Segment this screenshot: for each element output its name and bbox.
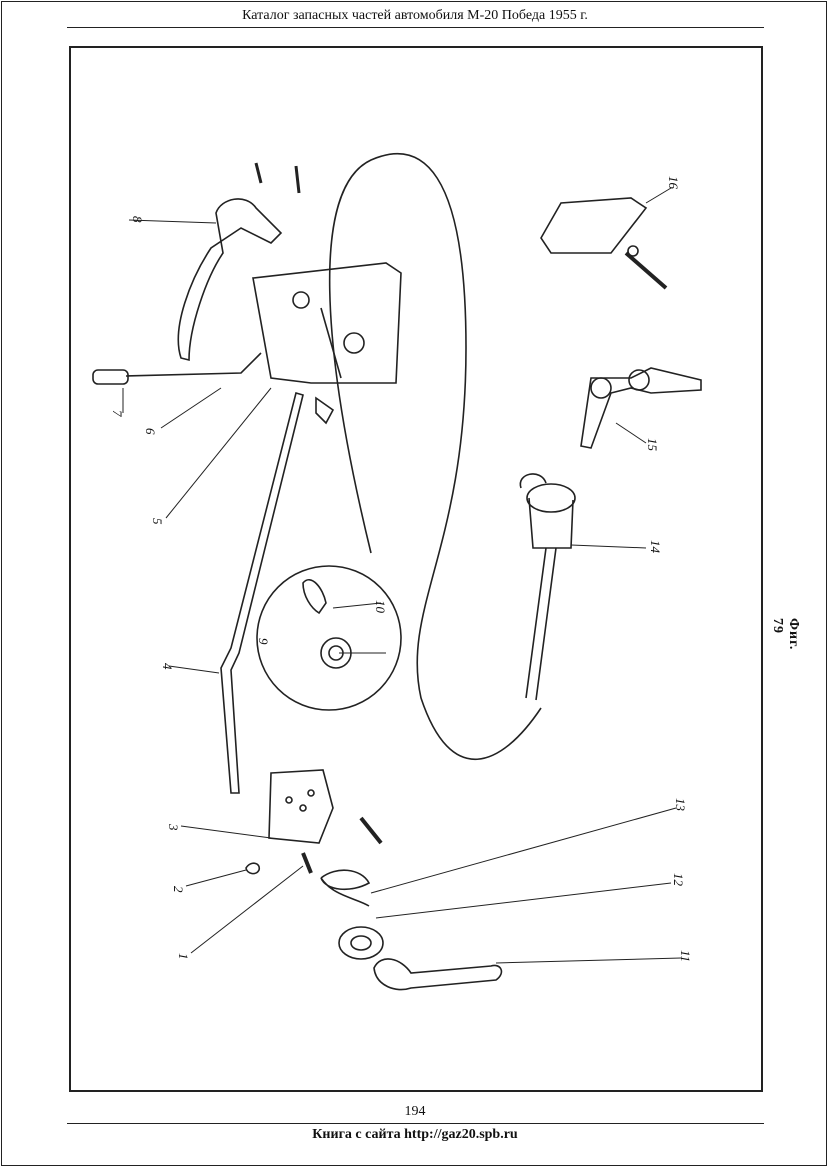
callout-6: 6 [143, 428, 158, 435]
callout-9: 9 [256, 638, 271, 645]
callout-4: 4 [160, 663, 175, 670]
callout-2: 2 [171, 886, 186, 893]
catalog-header-title: Каталог запасных частей автомобиля М-20 … [242, 8, 588, 23]
callout-14: 14 [648, 540, 663, 554]
callout-10: 10 [373, 600, 388, 614]
lock-cylinder [526, 483, 576, 513]
outer-handle [373, 958, 503, 991]
footer-divider [67, 1123, 764, 1124]
keys [580, 367, 702, 449]
striker-plate [268, 769, 334, 844]
wedge-block [540, 197, 648, 254]
figure-panel: 1 2 3 4 5 6 7 8 9 10 11 12 13 14 15 16 Ф… [69, 46, 801, 1092]
callout-13: 13 [673, 798, 688, 812]
exploded-diagram: 1 2 3 4 5 6 7 8 9 10 11 12 13 14 15 16 [92, 152, 702, 991]
callout-8: 8 [130, 216, 145, 223]
callout-15: 15 [645, 438, 660, 452]
page-number: 194 [404, 1104, 426, 1119]
callout-7: 7 [110, 410, 125, 417]
lock-cable [328, 152, 542, 761]
header-divider [67, 27, 764, 28]
figure-caption: Фиг. 79 [770, 618, 801, 651]
callout-5: 5 [150, 518, 165, 525]
detail-inset [256, 565, 402, 711]
callout-1: 1 [176, 953, 191, 960]
remote-rod [220, 392, 304, 794]
callout-12: 12 [671, 873, 686, 887]
spring [320, 869, 371, 907]
callout-16: 16 [666, 176, 681, 190]
callout-3: 3 [166, 823, 181, 831]
callout-11: 11 [678, 950, 693, 962]
inner-handle-upper [177, 198, 283, 362]
escutcheon [338, 926, 384, 960]
footer-source-link[interactable]: Книга с сайта http://gaz20.spb.ru [312, 1127, 518, 1142]
lock-body [252, 262, 402, 384]
